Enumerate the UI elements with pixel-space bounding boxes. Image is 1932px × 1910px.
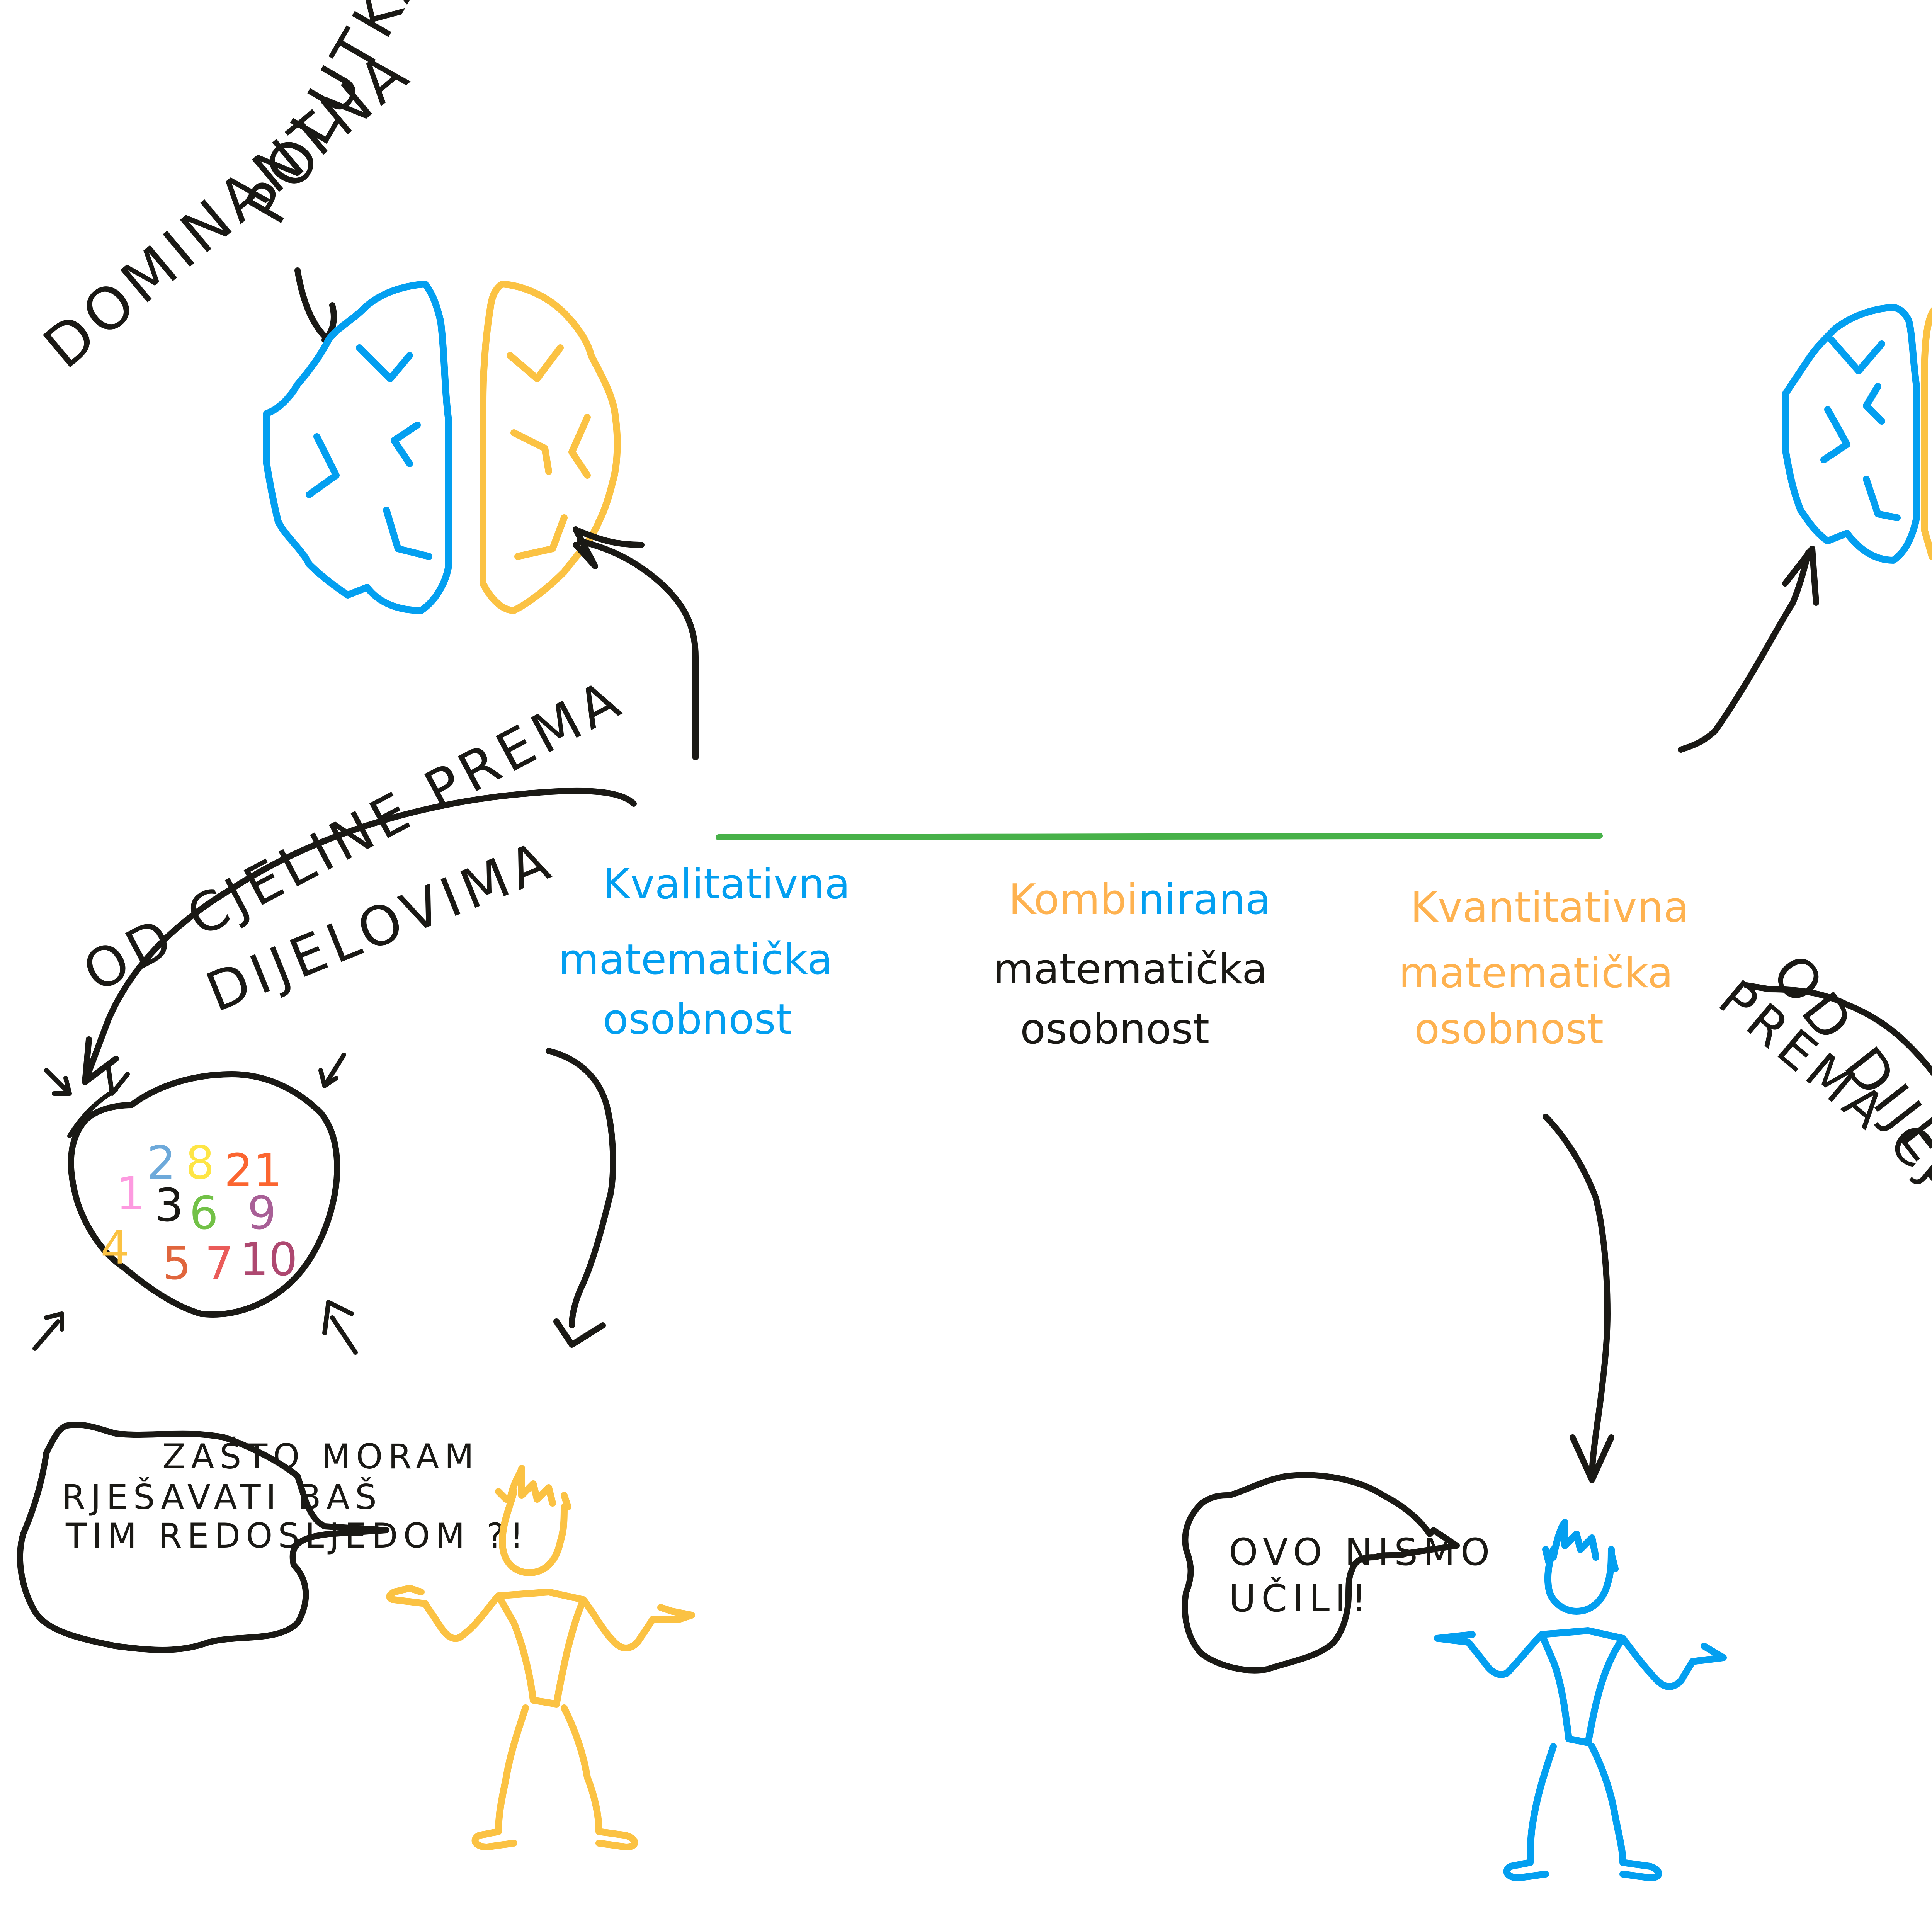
arrow-head-down-left [553,1318,606,1348]
number-5: 5 [162,1236,191,1290]
speech-left-line3: TIM REDOSLJEDOM ?! [65,1516,529,1556]
number-21: 21 [224,1144,282,1197]
speech-right-line2: UČILI! [1229,1577,1372,1620]
number-6: 6 [189,1186,218,1240]
brain-icon-top-right [1782,304,1932,564]
arrow-down-to-blue-figure [1543,1114,1611,1479]
number-1: 1 [116,1167,145,1220]
arrow-down-to-yellow-figure [546,1048,616,1328]
arc-whole-to-parts [82,787,637,1085]
inward-arrow-icon [32,1311,64,1351]
legs [471,1704,638,1850]
number-10: 10 [240,1233,298,1286]
speech-right-line1: OVO NISMO [1229,1531,1495,1574]
arrow-head-quantitative-brain [1782,546,1819,606]
number-circle-outline [68,1071,340,1318]
combined-line1-part1: Kombi [1009,876,1138,924]
number-9: 9 [247,1186,276,1240]
legs [1503,1743,1662,1881]
combined-line3: osobnost [1020,1005,1209,1053]
inward-arrow-icon [322,1300,358,1355]
torso-arms [1434,1627,1727,1746]
brain-icon-top-left [263,281,621,614]
quantitative-line2: matematička [1399,949,1673,997]
number-4: 4 [100,1221,129,1274]
qualitative-line2: matematička [558,935,833,984]
combined-personality-label: Kombinirana matematička osobnost [993,876,1271,1053]
arc-head-whole-to-parts [82,1036,119,1085]
qualitative-line3: osobnost [603,995,792,1044]
curl-arrow-top-left [294,267,328,339]
hair-spikes [1550,1519,1599,1561]
number-8: 8 [185,1136,214,1189]
hair-spikes [507,1465,556,1507]
inward-arrow-icon [106,1064,130,1096]
number-circle-left [32,1053,358,1355]
combined-line1-part2: nirana [1138,876,1271,924]
inward-arrow-icon [318,1053,346,1088]
arrow-head-down-right [1570,1434,1614,1483]
head [499,1488,568,1576]
top-left-dominant-hemisphere-label: DOMINANTNA POLUTKA [31,0,441,382]
arrow-qualitative-to-brain [577,538,699,760]
ears [1542,1546,1619,1572]
torso-arms [386,1585,695,1708]
student-figure-yellow [386,1465,695,1850]
speech-bubble-right [1182,1472,1460,1674]
speech-left-line2: RJEŠAVATI BAŠ [62,1477,382,1517]
speech-bubble-left [17,1422,389,1653]
inward-arrow-icon [44,1068,72,1096]
brain-right-hemisphere [480,281,621,614]
head [1544,1546,1615,1615]
combined-line1: Kombinirana [1009,876,1271,924]
quantitative-line1: Kvantitativna [1410,883,1689,932]
brain-folds-right [507,344,591,560]
brain-left-hemisphere [1782,304,1920,564]
brain-right-hemisphere [1921,306,1932,560]
quantitative-line3: osobnost [1414,1005,1604,1053]
arc-parts-to-whole [1743,982,1932,1077]
brain-folds-left [306,344,432,560]
speech-left-line1: ZAŠTO MORAM [162,1437,479,1476]
circle-motion-line [67,1087,118,1138]
number-3: 3 [155,1179,184,1232]
label-polutka-left: POLUTKA [232,0,441,235]
number-2: 2 [147,1136,176,1189]
brain-folds-left [1820,337,1901,521]
arrow-quantitative-to-brain [1678,549,1811,753]
ears [495,1488,571,1510]
qualitative-line1: Kvalitativna [603,860,850,908]
qualitative-personality-label: Kvalitativna matematička osobnost [558,860,850,1044]
arrow-head-qualitative-brain [573,526,645,569]
combined-line2: matematička [993,945,1267,993]
brain-left-hemisphere [263,281,452,614]
student-figure-blue [1434,1519,1727,1881]
number-7: 7 [205,1236,234,1290]
personality-spectrum-line [716,833,1603,840]
quantitative-personality-label: Kvantitativna matematička osobnost [1399,883,1689,1053]
